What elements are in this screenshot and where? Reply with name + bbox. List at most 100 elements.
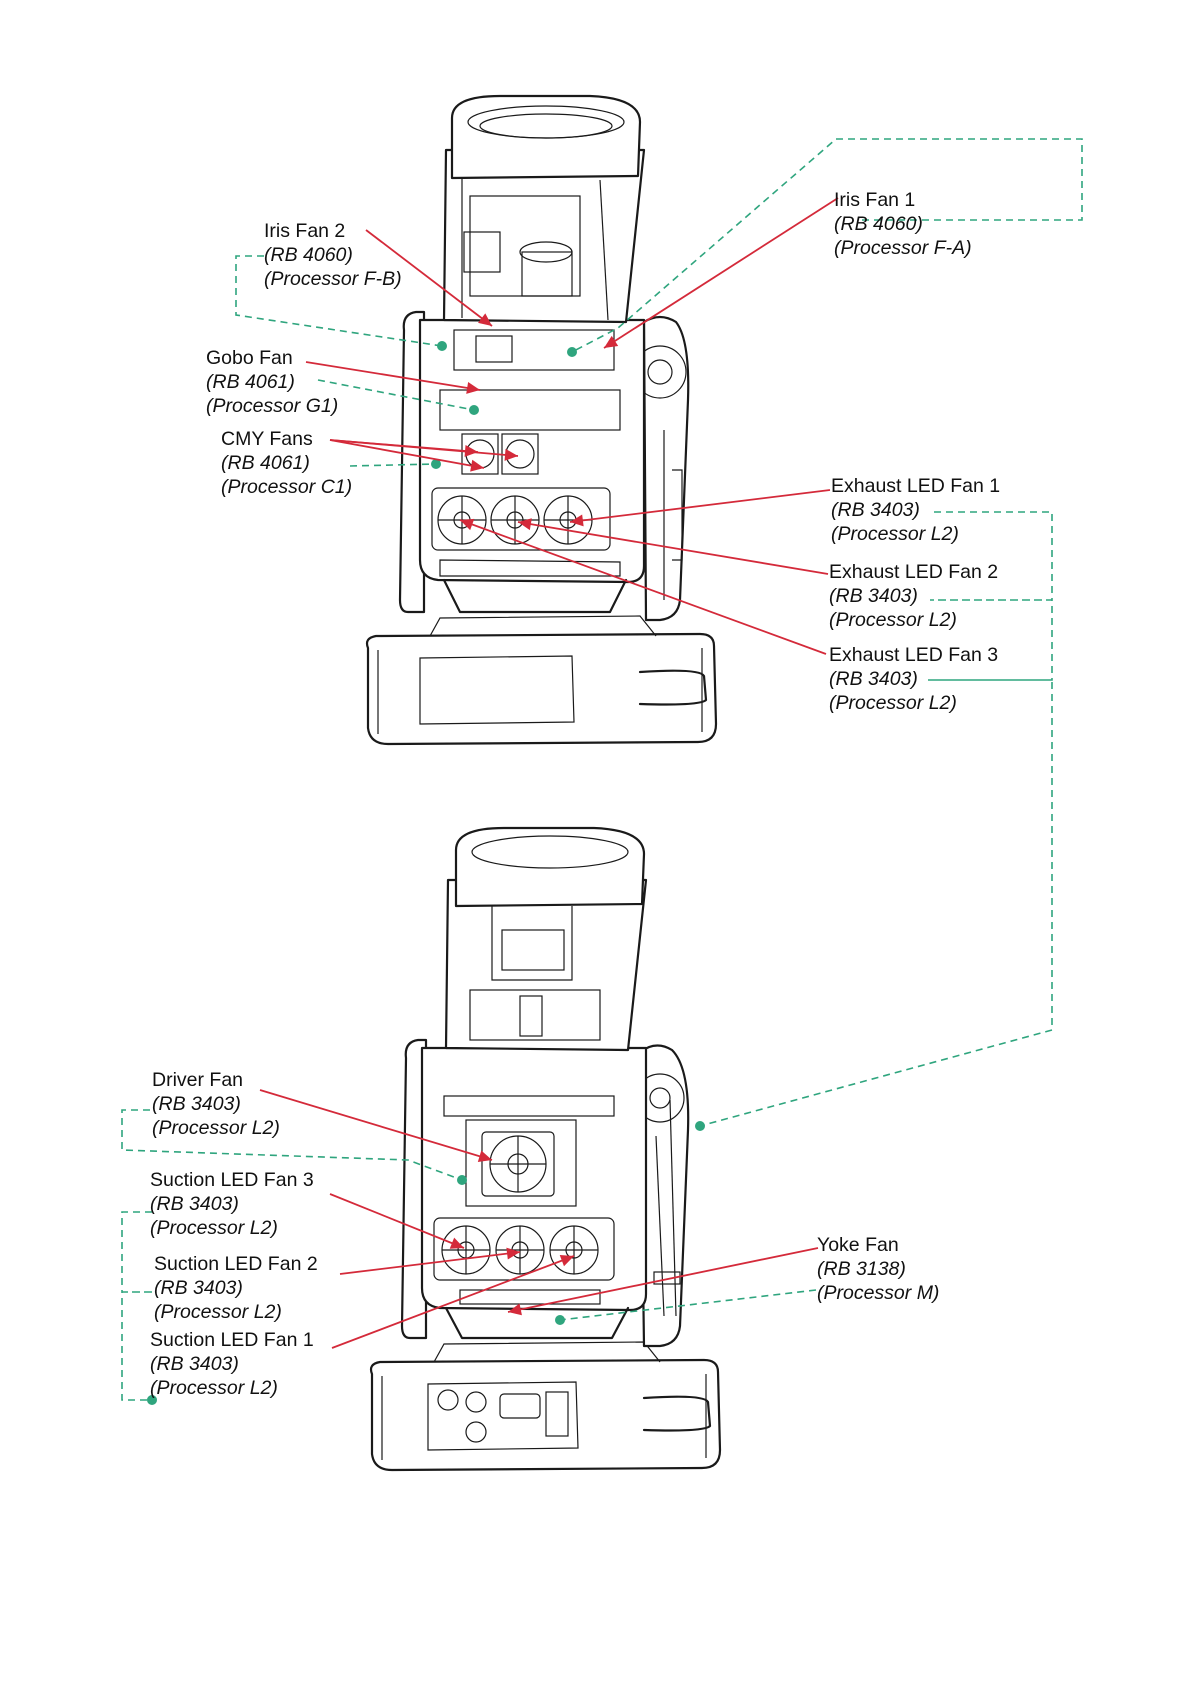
fan-part-number: (RB 3403) — [831, 499, 920, 521]
fan-icon — [481, 1131, 555, 1197]
leader-iris-fan-2 — [365, 229, 493, 327]
fan-processor: (Processor F-A) — [834, 237, 972, 259]
arrowhead-iris-fan-1 — [604, 335, 619, 348]
fan-icon — [490, 495, 540, 545]
fan-part-number: (RB 4061) — [206, 371, 295, 393]
arrowhead-suction-led-fan-2 — [506, 1247, 520, 1260]
fan-part-number: (RB 3403) — [150, 1193, 239, 1215]
fan-processor: (Processor L2) — [150, 1377, 278, 1399]
fan-part-number: (RB 3403) — [150, 1353, 239, 1375]
label-exhaust-led-fan-2: Exhaust LED Fan 2 (RB 3403) (Processor L… — [829, 560, 998, 632]
arrowhead-driver-fan — [477, 1150, 492, 1162]
fan-processor: (Processor L2) — [829, 609, 957, 631]
fan-name: Exhaust LED Fan 3 — [829, 644, 999, 666]
fan-processor: (Processor M) — [817, 1282, 940, 1304]
leader-iris-fan-1 — [603, 197, 839, 349]
label-iris-fan-1: Iris Fan 1 (RB 4060) (Processor F-A) — [834, 188, 972, 260]
leader-suction-led-fan-1 — [331, 1255, 575, 1349]
link-yoke-fan — [559, 1289, 817, 1321]
fan-name: CMY Fans — [221, 428, 313, 450]
fan-name: Exhaust LED Fan 2 — [829, 561, 999, 583]
arrowhead-exhaust-led-fan-2 — [518, 518, 532, 531]
fan-icon — [549, 1225, 599, 1275]
arrowhead-gobo-fan — [466, 382, 480, 394]
link-exhaust-l2 — [699, 511, 1053, 1127]
arrowhead-suction-led-fan-1 — [559, 1255, 574, 1267]
leader-exhaust-led-fan-2 — [517, 521, 829, 575]
fan-name: Iris Fan 2 — [264, 220, 346, 242]
fan-part-number: (RB 3138) — [817, 1258, 906, 1280]
link-iris-fan-1-endpoint — [567, 347, 577, 357]
processor-link-lines — [121, 138, 1083, 1405]
arrowhead-yoke-fan — [508, 1303, 522, 1316]
label-suction-led-fan-2: Suction LED Fan 2 (RB 3403) (Processor L… — [154, 1252, 318, 1324]
link-driver-fan-endpoint — [457, 1175, 467, 1185]
fan-name: Suction LED Fan 3 — [150, 1169, 314, 1191]
arrowhead-exhaust-led-fan-1 — [570, 514, 584, 527]
link-gobo-fan-endpoint — [469, 405, 479, 415]
fan-processor: (Processor L2) — [150, 1217, 278, 1239]
fan-icon — [495, 1225, 545, 1275]
fan-part-number: (RB 3403) — [829, 585, 918, 607]
leader-suction-led-fan-3 — [329, 1193, 465, 1249]
arrowhead-exhaust-led-fan-3 — [460, 518, 475, 531]
link-yoke-fan-endpoint — [555, 1315, 565, 1325]
arrowhead-cmy-fans-b — [504, 448, 518, 461]
link-gobo-fan — [317, 379, 475, 411]
fan-part-number: (RB 3403) — [154, 1277, 243, 1299]
fan-leader-lines — [259, 197, 839, 1349]
link-suction-l2-endpoint — [147, 1395, 157, 1405]
arrowhead-iris-fan-2 — [478, 313, 492, 326]
leader-exhaust-led-fan-3 — [459, 519, 827, 655]
link-iris-fan-2 — [235, 255, 443, 347]
label-exhaust-led-fan-3: Exhaust LED Fan 3 (RB 3403) (Processor L… — [829, 643, 998, 715]
label-iris-fan-2: Iris Fan 2 (RB 4060) (Processor F-B) — [264, 219, 402, 291]
link-iris-fan-2-endpoint — [437, 341, 447, 351]
leader-exhaust-led-fan-1 — [569, 489, 831, 523]
fan-part-number: (RB 4060) — [834, 213, 923, 235]
label-yoke-fan: Yoke Fan (RB 3138) (Processor M) — [817, 1233, 939, 1305]
fan-name: Gobo Fan — [206, 347, 293, 369]
leader-cmy-fans-c — [329, 439, 485, 469]
arrowhead-cmy-fans-a — [464, 444, 478, 457]
label-suction-led-fan-1: Suction LED Fan 1 (RB 3403) (Processor L… — [150, 1328, 314, 1400]
leader-cmy-fans-b — [329, 439, 519, 457]
link-driver-fan — [121, 1109, 463, 1181]
fan-processor: (Processor F-B) — [264, 268, 402, 290]
leader-suction-led-fan-2 — [339, 1251, 521, 1275]
label-driver-fan: Driver Fan (RB 3403) (Processor L2) — [152, 1068, 280, 1140]
fan-name: Suction LED Fan 1 — [150, 1329, 314, 1351]
arrowhead-cmy-fans-c — [470, 459, 484, 472]
arrowhead-suction-led-fan-3 — [449, 1237, 464, 1249]
label-suction-led-fan-3: Suction LED Fan 3 (RB 3403) (Processor L… — [150, 1168, 314, 1240]
fan-processor: (Processor G1) — [206, 395, 339, 417]
fan-part-number: (RB 4061) — [221, 452, 310, 474]
fan-name: Suction LED Fan 2 — [154, 1253, 318, 1275]
link-suction-l2 — [121, 1211, 154, 1401]
link-exhaust-l2-endpoint — [695, 1121, 705, 1131]
link-cmy-fans — [349, 463, 437, 467]
link-cmy-fans-endpoint — [431, 459, 441, 469]
fan-part-number: (RB 4060) — [264, 244, 353, 266]
leader-driver-fan — [259, 1089, 493, 1161]
fan-name: Iris Fan 1 — [834, 189, 916, 211]
moving-head-fixture-icon — [365, 94, 718, 746]
label-cmy-fans: CMY Fans (RB 4061) (Processor C1) — [221, 427, 352, 499]
fan-processor: (Processor L2) — [152, 1117, 280, 1139]
fan-icon — [441, 1225, 491, 1275]
fan-name: Yoke Fan — [817, 1234, 899, 1256]
leader-gobo-fan — [305, 361, 481, 391]
fan-processor: (Processor L2) — [831, 523, 959, 545]
fan-processor: (Processor L2) — [154, 1301, 282, 1323]
link-iris-fan-1 — [571, 138, 1083, 353]
leader-yoke-fan — [507, 1247, 819, 1313]
fan-processor: (Processor L2) — [829, 692, 957, 714]
moving-head-fixture-icon — [369, 826, 722, 1472]
label-exhaust-led-fan-1: Exhaust LED Fan 1 (RB 3403) (Processor L… — [831, 474, 1000, 546]
fan-part-number: (RB 3403) — [152, 1093, 241, 1115]
fan-name: Driver Fan — [152, 1069, 244, 1091]
fan-name: Exhaust LED Fan 1 — [831, 475, 1001, 497]
label-gobo-fan: Gobo Fan (RB 4061) (Processor G1) — [206, 346, 338, 418]
fan-processor: (Processor C1) — [221, 476, 353, 498]
